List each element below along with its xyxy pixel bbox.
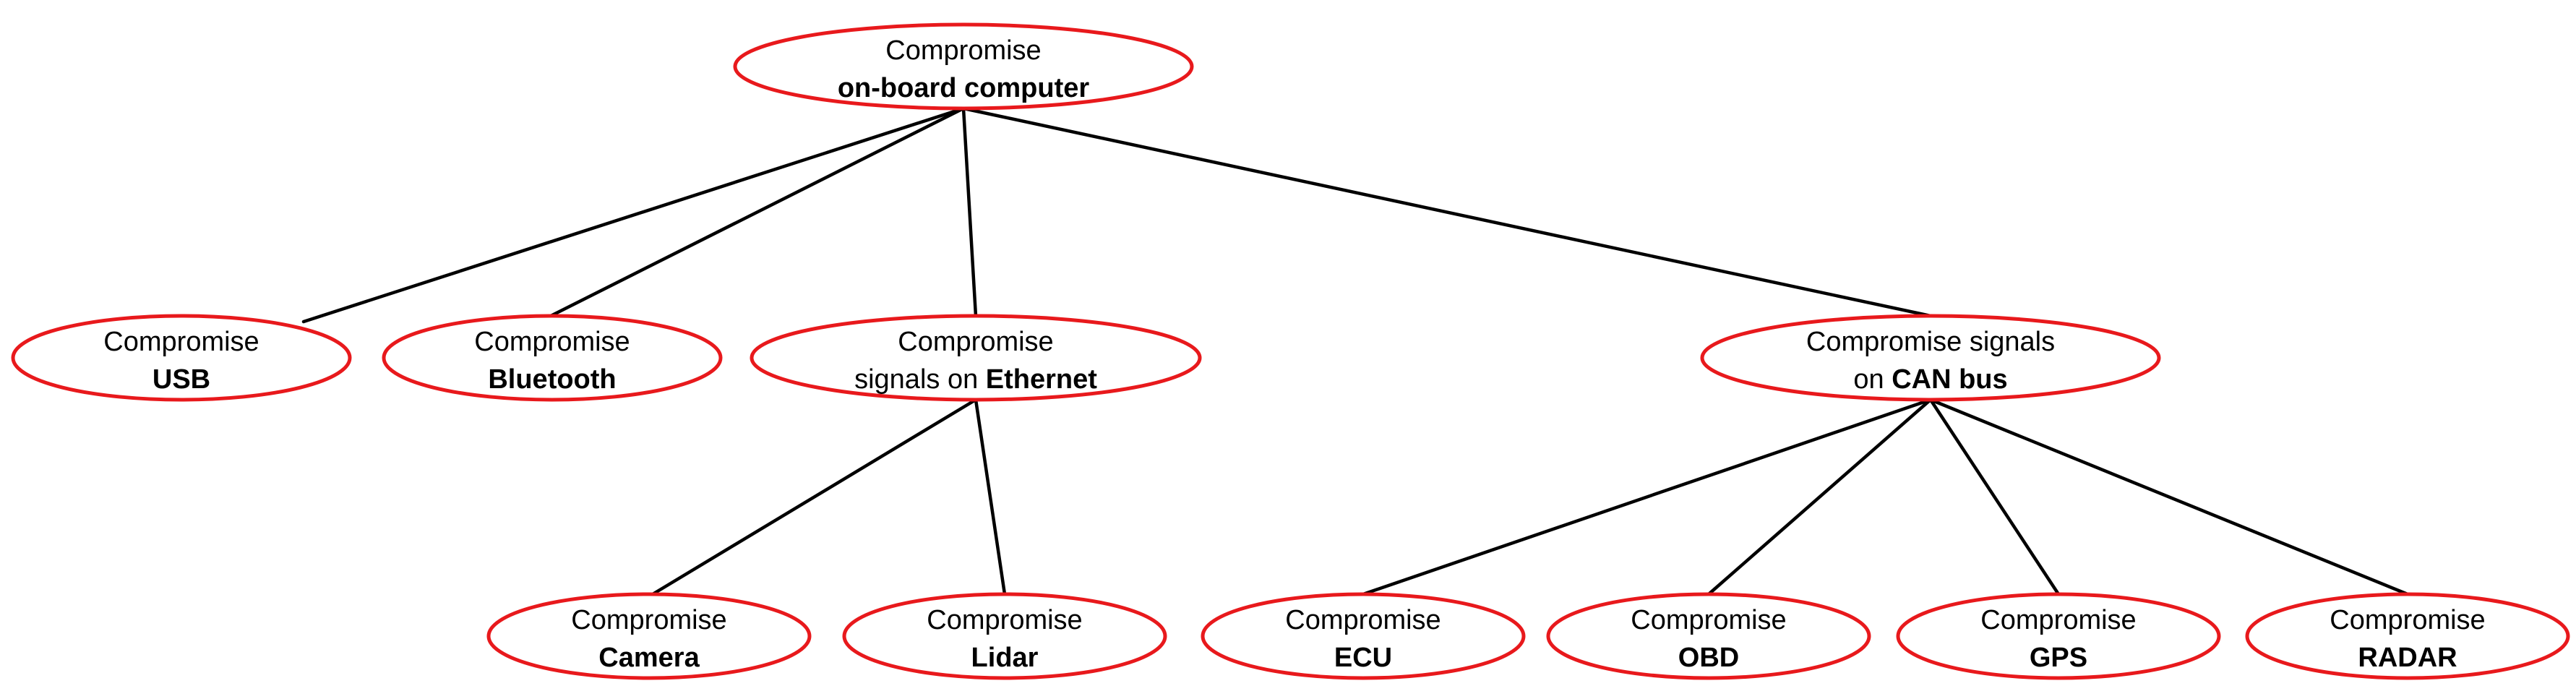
- node-obd-line1: Compromise: [1631, 605, 1786, 635]
- edge-canbus-gps: [1928, 398, 2061, 596]
- node-lidar-line2-bold: Lidar: [971, 643, 1039, 673]
- node-ecu-line2-bold: ECU: [1334, 643, 1392, 673]
- node-canbus: Compromise signals on CAN bus: [1700, 314, 2161, 402]
- node-ethernet-ellipse: [750, 314, 1202, 402]
- edges-layer: [301, 106, 2410, 596]
- node-onboard-line2-bold: on-board computer: [838, 73, 1090, 103]
- node-camera-line1: Compromise: [571, 605, 726, 635]
- node-gps-line1: Compromise: [1980, 605, 2136, 635]
- node-lidar-line2: Lidar: [971, 643, 1039, 673]
- node-canbus-ellipse: [1700, 314, 2161, 402]
- node-canbus-line2: on CAN bus: [1853, 364, 2007, 395]
- node-usb-line2: USB: [153, 364, 210, 395]
- node-onboard: Compromise on-board computer: [733, 22, 1194, 111]
- node-onboard-line1: Compromise: [885, 35, 1041, 66]
- node-ecu-line1: Compromise: [1285, 605, 1441, 635]
- edge-ethernet-lidar: [974, 398, 1007, 596]
- node-obd-ellipse: [1546, 592, 1871, 680]
- edge-canbus-radar: [1928, 398, 2410, 596]
- node-canbus-line2-bold: CAN bus: [1892, 364, 2007, 395]
- node-bluetooth-ellipse: [382, 314, 723, 402]
- node-onboard-ellipse: [733, 22, 1194, 111]
- edge-onboard-usb: [301, 106, 966, 324]
- node-radar-ellipse: [2245, 592, 2570, 680]
- node-bluetooth-line1: Compromise: [474, 327, 630, 357]
- node-ethernet-line2: signals on Ethernet: [854, 364, 1097, 395]
- node-ethernet-line2-bold: Ethernet: [986, 364, 1097, 395]
- node-ethernet-line1: Compromise: [898, 327, 1053, 357]
- node-onboard-line2: on-board computer: [838, 73, 1090, 103]
- node-camera-line2: Camera: [598, 643, 700, 673]
- node-canbus-line1: Compromise signals: [1806, 327, 2055, 357]
- edge-onboard-bluetooth: [549, 106, 966, 318]
- node-lidar-ellipse: [842, 592, 1167, 680]
- edge-ethernet-camera: [651, 398, 978, 596]
- node-gps-line2: GPS: [2030, 643, 2087, 673]
- node-ecu-line2: ECU: [1334, 643, 1392, 673]
- node-radar-line1: Compromise: [2330, 605, 2485, 635]
- node-camera-ellipse: [486, 592, 812, 680]
- node-lidar-line1: Compromise: [927, 605, 1082, 635]
- node-bluetooth-line2: Bluetooth: [488, 364, 616, 395]
- node-camera-line2-bold: Camera: [598, 643, 700, 673]
- node-obd-line2: OBD: [1678, 643, 1739, 673]
- node-canbus-line2-prefix: on: [1853, 364, 1892, 395]
- node-obd-line2-bold: OBD: [1678, 643, 1739, 673]
- edge-onboard-canbus: [961, 106, 1933, 318]
- node-radar-line2: RADAR: [2358, 643, 2457, 673]
- node-usb-line2-bold: USB: [153, 364, 210, 395]
- node-usb-line1: Compromise: [103, 327, 259, 357]
- edge-onboard-ethernet: [961, 106, 978, 318]
- node-bluetooth-line2-bold: Bluetooth: [488, 364, 616, 395]
- edge-canbus-obd: [1706, 398, 1933, 596]
- node-ethernet: Compromise signals on Ethernet: [750, 314, 1202, 402]
- node-usb-ellipse: [11, 314, 352, 402]
- node-radar-line2-bold: RADAR: [2358, 643, 2457, 673]
- node-ecu-ellipse: [1201, 592, 1526, 680]
- node-gps-line2-bold: GPS: [2030, 643, 2087, 673]
- edge-canbus-ecu: [1361, 398, 1933, 596]
- node-ethernet-line2-prefix: signals on: [854, 364, 986, 395]
- node-gps-ellipse: [1896, 592, 2221, 680]
